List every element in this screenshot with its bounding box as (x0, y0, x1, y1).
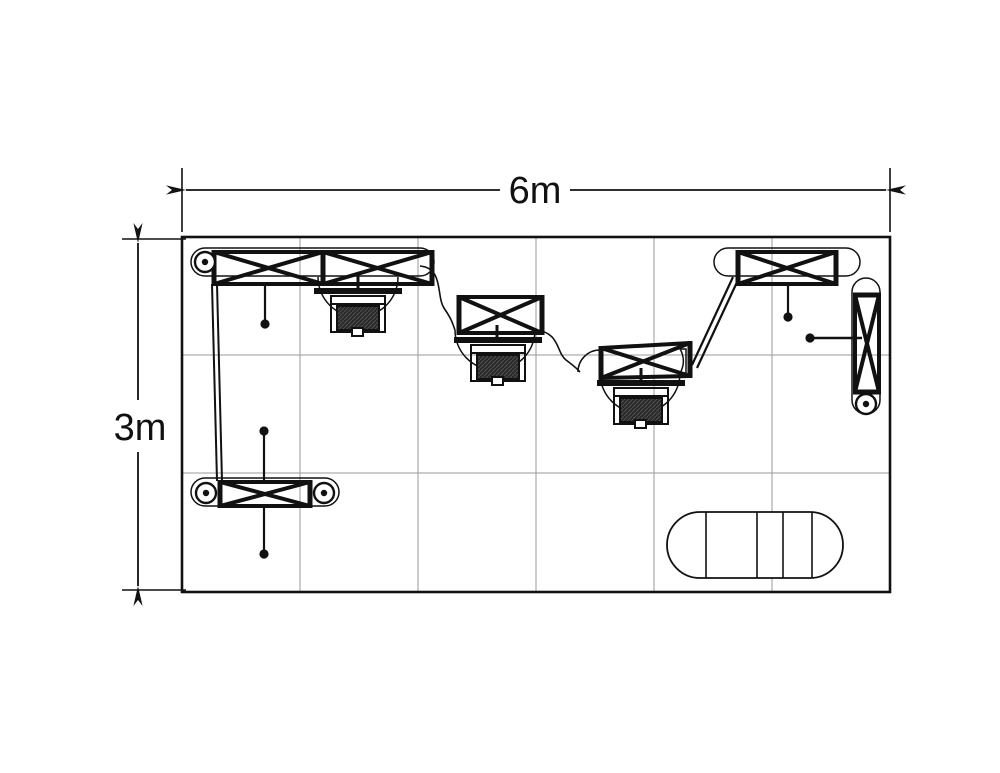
connector-diagonal-right (691, 276, 739, 369)
arc-truss-bottom-left (190, 477, 340, 507)
drop-point-5[interactable] (259, 506, 269, 559)
truss-right-vertical-brace-b (853, 294, 881, 393)
hoist-3-hook (634, 419, 647, 429)
hoist-unit-2[interactable] (454, 325, 542, 386)
arc-connector-right-midb (678, 348, 687, 374)
hoist-1-beam (314, 288, 402, 294)
arc-truss-right-vertical (851, 277, 881, 415)
truss-mid-a[interactable] (456, 295, 545, 335)
height-dimension-label: 3m (114, 407, 167, 449)
drop-1-marker[interactable] (260, 319, 270, 329)
drop-point-2[interactable] (783, 284, 793, 322)
drop-5-marker[interactable] (259, 549, 269, 559)
connector-diagonal-line-a (691, 276, 734, 366)
truss-top-left[interactable] (193, 250, 435, 286)
truss-mid-b-brace-b (600, 341, 691, 380)
hoist-1-hook (351, 327, 364, 337)
arc-truss-top-right (713, 247, 861, 277)
hoist-2-beam (454, 337, 542, 343)
hoist-1-body[interactable] (336, 305, 380, 331)
truss-right-vertical-pivot-center (862, 400, 870, 408)
hoist-2-hook (491, 376, 504, 386)
hoist-unit-1[interactable] (314, 276, 402, 337)
connector-left-vertical-line-b (216, 283, 223, 482)
width-dimension-label: 6m (509, 170, 562, 212)
connector-curve-2 (534, 329, 581, 373)
truss-bottom-left-pivot-center-right (320, 489, 328, 497)
truss-top-right-brace-b (737, 250, 837, 286)
drop-point-1[interactable] (260, 284, 270, 329)
connector-diagonal-line-b (696, 279, 739, 369)
drop-2-marker[interactable] (783, 312, 793, 322)
hoist-3-body[interactable] (619, 397, 663, 423)
truss-right-vertical[interactable] (853, 292, 881, 416)
truss-top-left-brace-1b (213, 250, 324, 286)
arc-connector-left-midb (577, 349, 601, 373)
truss-mid-b[interactable] (598, 341, 693, 380)
hoist-2-body[interactable] (476, 354, 520, 380)
dimension-height: 3m (114, 223, 186, 606)
truss-mid-a-brace-b (458, 295, 543, 335)
hoist-3-beam (597, 380, 685, 386)
case-unit[interactable] (666, 511, 844, 579)
dimension-width: 6m (166, 168, 906, 232)
case-unit-outline[interactable] (666, 511, 844, 579)
truss-mid-b-chord-bottom (600, 374, 691, 380)
truss-top-left-brace-2b (322, 250, 433, 286)
hoist-unit-3[interactable] (597, 368, 685, 429)
drop-point-3[interactable] (805, 333, 862, 343)
truss-top-left-pivot-center (201, 258, 209, 266)
drop-4-marker[interactable] (259, 426, 269, 436)
connector-left-vertical (211, 283, 223, 482)
truss-mid-b-chord-top (600, 341, 691, 350)
plan-boundary-rect (180, 235, 892, 594)
truss-bottom-left-brace-b (219, 480, 311, 508)
truss-bottom-left-pivot-center-left (202, 489, 210, 497)
drop-3-marker[interactable] (805, 333, 815, 343)
connector-left-vertical-line-a (211, 283, 218, 482)
drop-point-4[interactable] (259, 426, 269, 482)
truss-top-right[interactable] (735, 250, 839, 286)
